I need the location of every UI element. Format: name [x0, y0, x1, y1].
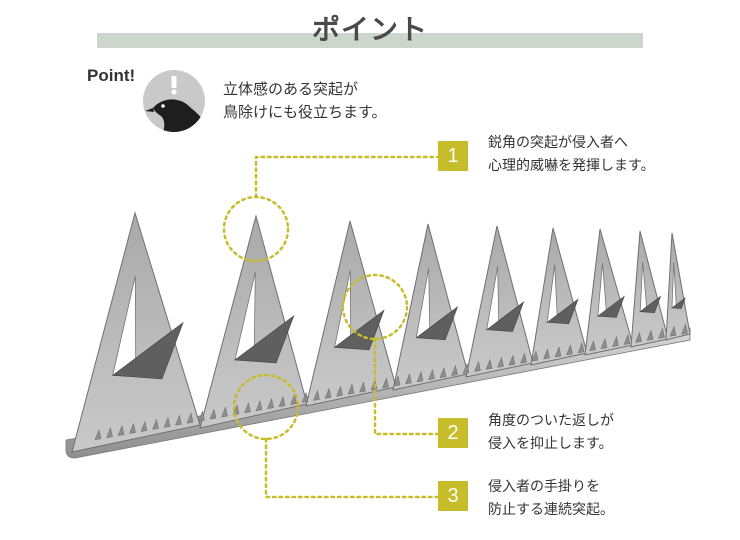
rail-tooth [497, 356, 504, 368]
rail-tooth [140, 420, 148, 432]
rail-tooth [566, 344, 573, 356]
rail-tooth [106, 426, 113, 439]
callout-1-leader-line [254, 155, 440, 199]
rail-tooth [405, 373, 412, 385]
rail-tooth [485, 358, 493, 370]
spike-1 [71, 211, 201, 453]
callout-2-line-1: 角度のついた返しが [488, 413, 614, 429]
spike-7 [584, 228, 634, 356]
rail-tooth [462, 362, 470, 374]
spike-9 [665, 232, 691, 341]
rail-tooth [186, 412, 194, 424]
spike-4 [392, 223, 469, 391]
callout-2-number: 2 [438, 418, 468, 448]
rail-tooth [658, 327, 665, 339]
rail-tooth [221, 406, 228, 418]
rail-tooth [451, 364, 458, 376]
rail-tooth [646, 329, 654, 341]
rail-tooth [474, 360, 481, 372]
rail-tooth [543, 348, 550, 360]
spike-5 [465, 225, 534, 378]
callout-1-number: 1 [438, 141, 468, 171]
rail-tooth [416, 370, 424, 383]
rail-tooth [278, 395, 286, 407]
spike-3 [305, 220, 397, 407]
rail-tooth [324, 387, 332, 399]
rail-tooth [439, 366, 447, 378]
rail-tooth [359, 381, 366, 393]
spike-2-barb [234, 315, 295, 364]
spike-5-barb [485, 301, 525, 332]
rail-tooth [267, 397, 274, 410]
rail-tooth [635, 331, 642, 343]
callout-2-highlight-circle [341, 273, 409, 341]
spike-6 [530, 227, 588, 366]
callout-3-leader-line [264, 437, 440, 499]
rail-tooth [669, 325, 677, 337]
rail-tooth [382, 377, 389, 389]
callout-3-line-2: 防止する連続突起。 [488, 502, 614, 518]
rail-tooth [313, 389, 320, 401]
rail-tooth [175, 414, 182, 426]
rail-tooth [428, 368, 435, 381]
rail-tooth [290, 393, 297, 405]
spike-4-barb [415, 305, 459, 341]
rail-tooth [336, 385, 343, 397]
rail-tooth [255, 399, 263, 412]
page-title: ポイント [311, 13, 428, 46]
rail-tooth [152, 418, 159, 430]
rail-tooth [612, 335, 619, 347]
spike-8-barb [639, 295, 662, 313]
spike-9-barb [671, 297, 686, 309]
callout-3-highlight-circle [232, 373, 300, 441]
callout-2-leader-line [373, 337, 440, 436]
rail-tooth [163, 416, 171, 428]
callout-2-line-2: 侵入を抑止します。 [488, 436, 613, 452]
callout-2-text: 角度のついた返しが 侵入を抑止します。 [488, 410, 614, 456]
callout-1-line-2: 心理的威嚇を発揮します。 [488, 158, 655, 174]
rail-tooth [554, 346, 562, 358]
rail-tooth [347, 383, 355, 395]
spike-7-barb [597, 295, 625, 318]
crow-icon [143, 70, 205, 132]
rail-tooth [129, 422, 136, 434]
rail-tooth [600, 337, 608, 350]
point-line-1: 立体感のある突起が [223, 80, 359, 98]
rail-tooth [531, 350, 539, 362]
rail-tooth [623, 333, 631, 345]
rail-tooth [681, 323, 688, 335]
callout-1-text: 鋭角の突起が侵入者へ 心理的威嚇を発揮します。 [488, 132, 655, 178]
callout-1-line-1: 鋭角の突起が侵入者へ [488, 135, 628, 151]
rail-tooth [117, 424, 125, 436]
spike-6-barb [546, 298, 579, 325]
point-line-2: 鳥除けにも役立ちます。 [223, 103, 387, 121]
rail-tooth [209, 408, 217, 420]
point-description: 立体感のある突起が 鳥除けにも役立ちます。 [223, 78, 387, 124]
callout-3-number: 3 [438, 481, 468, 511]
rail-tooth [577, 341, 585, 354]
rail-tooth [301, 391, 309, 403]
callout-3-line-1: 侵入者の手掛りを [488, 479, 600, 495]
rail-tooth [520, 352, 527, 364]
title-underline-bar [97, 33, 643, 48]
rail-tooth [508, 354, 516, 366]
rail-tooth [589, 339, 596, 352]
spike-8 [630, 230, 669, 348]
rail-tooth [393, 375, 401, 387]
callout-3-text: 侵入者の手掛りを 防止する連続突起。 [488, 476, 614, 522]
spike-1-barb [111, 321, 184, 380]
rail-tooth [94, 428, 102, 441]
rail-tooth [244, 402, 251, 414]
rail-tooth [198, 410, 205, 422]
point-label: Point! [87, 66, 136, 85]
